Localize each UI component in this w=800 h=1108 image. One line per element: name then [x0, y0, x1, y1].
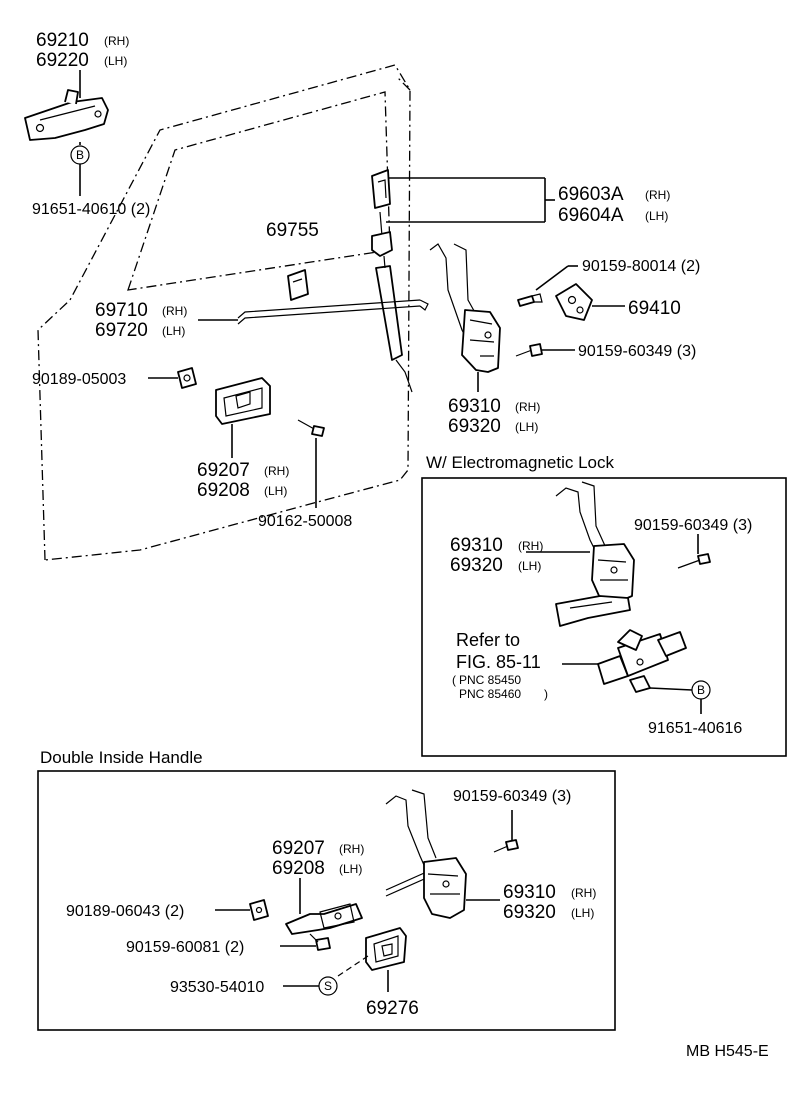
em-lock-rh-number: 69310: [450, 535, 503, 556]
dh-screw-60081-part: [309, 933, 331, 951]
dh-screw-54010-number: 93530-54010: [170, 979, 264, 996]
link-rod-part: [237, 299, 429, 325]
electromagnetic-section-title: W/ Electromagnetic Lock: [426, 453, 615, 472]
em-bolt-number: 91651-40616: [648, 720, 742, 737]
outside-handle-rh-tag: (RH): [104, 34, 129, 48]
lock-screw-part: [515, 343, 543, 357]
bolt-b-letter: B: [76, 148, 84, 162]
bushing-rh-tag: (RH): [645, 188, 670, 202]
door-lock-rh-tag: (RH): [515, 400, 540, 414]
refer-line-1: Refer to: [456, 630, 520, 650]
inside-handle-lh-tag: (LH): [264, 484, 287, 498]
dh-bezel-part: [365, 927, 407, 971]
pnc-line-1: PNC 85450: [459, 673, 521, 687]
inside-handle-part: [215, 377, 271, 425]
dh-screw-top-number: 90159-60349 (3): [453, 788, 571, 805]
outside-handle-lh-number: 69220: [36, 50, 89, 71]
dh-handle-rh-tag: (RH): [339, 842, 364, 856]
handle-screw-number: 90162-50008: [258, 513, 352, 530]
striker-number: 69410: [628, 298, 681, 319]
dh-s-letter: S: [324, 979, 332, 993]
dh-lock-lh-number: 69320: [503, 902, 556, 923]
svg-text:(: (: [452, 673, 456, 687]
door-lock-part: [429, 243, 501, 373]
solenoid-part: [597, 629, 687, 693]
bushing-lh-tag: (LH): [645, 209, 668, 223]
em-lock-lh-number: 69320: [450, 555, 503, 576]
em-door-lock-part: [555, 481, 635, 627]
door-lock-rh-number: 69310: [448, 396, 501, 417]
door-lock-lh-number: 69320: [448, 416, 501, 437]
outside-handle-bolt-number: 91651-40610 (2): [32, 201, 150, 218]
clip-05003-part: [177, 367, 197, 389]
rod-clip-number: 69755: [266, 220, 319, 241]
dh-lock-rh-tag: (RH): [571, 886, 596, 900]
door-outline: [37, 64, 411, 561]
rod-clip-part: [287, 269, 309, 301]
bushing-lh-number: 69604A: [558, 205, 624, 226]
em-screw-number: 90159-60349 (3): [634, 517, 752, 534]
svg-text:): ): [544, 687, 548, 701]
dh-lock-screw-part: [493, 839, 519, 853]
lock-knob-bushing-part: [371, 169, 391, 209]
striker-screw-part: [517, 293, 543, 307]
link-rod-lh-number: 69720: [95, 320, 148, 341]
link-rod-rh-number: 69710: [95, 300, 148, 321]
outside-handle-lh-tag: (LH): [104, 54, 127, 68]
striker-part: [555, 283, 593, 321]
dh-clip-06043-number: 90189-06043 (2): [66, 903, 184, 920]
inside-handle-lh-number: 69208: [197, 480, 250, 501]
link-rod-rh-tag: (RH): [162, 304, 187, 318]
em-lock-lh-tag: (LH): [518, 559, 541, 573]
inside-handle-rh-number: 69207: [197, 460, 250, 481]
dh-lock-lh-tag: (LH): [571, 906, 594, 920]
dh-handle-lh-tag: (LH): [339, 862, 362, 876]
striker-screw-number: 90159-80014 (2): [582, 258, 700, 275]
double-handle-section-title: Double Inside Handle: [40, 748, 203, 767]
dh-clip-06043-part: [249, 899, 269, 921]
dh-bezel-number: 69276: [366, 998, 419, 1019]
dh-lock-rh-number: 69310: [503, 882, 556, 903]
dh-handle-rh-number: 69207: [272, 838, 325, 859]
dh-door-lock-part: [385, 789, 467, 919]
clip-05003-number: 90189-05003: [32, 371, 126, 388]
outside-handle-part: [24, 89, 109, 141]
dh-s-screw-callout: S: [283, 955, 369, 996]
dh-handle-lh-number: 69208: [272, 858, 325, 879]
link-rod-lh-tag: (LH): [162, 324, 185, 338]
dh-screw-60081-number: 90159-60081 (2): [126, 939, 244, 956]
double-handle-section-box: [37, 770, 616, 1031]
bolt-b-callout: B: [70, 142, 90, 196]
bushing-rh-number: 69603A: [558, 184, 624, 205]
figure-code: MB H545-E: [686, 1043, 769, 1060]
door-lock-lh-tag: (LH): [515, 420, 538, 434]
refer-line-2: FIG. 85-11: [456, 652, 541, 672]
lock-rod-part: [371, 211, 413, 393]
electromagnetic-section-box: [421, 477, 787, 757]
inside-handle-rh-tag: (RH): [264, 464, 289, 478]
em-lock-rh-tag: (RH): [518, 539, 543, 553]
pnc-line-2: PNC 85460: [459, 687, 521, 701]
leader-striker-screw: [535, 265, 569, 291]
handle-screw-part: [297, 419, 325, 437]
lock-screw-number: 90159-60349 (3): [578, 343, 696, 360]
outside-handle-rh-number: 69210: [36, 30, 89, 51]
em-lock-screw-part: [677, 553, 711, 569]
em-bolt-b-callout: B: [649, 680, 711, 714]
em-bolt-b-letter: B: [697, 683, 705, 697]
dh-inside-handle-part: [285, 903, 363, 935]
